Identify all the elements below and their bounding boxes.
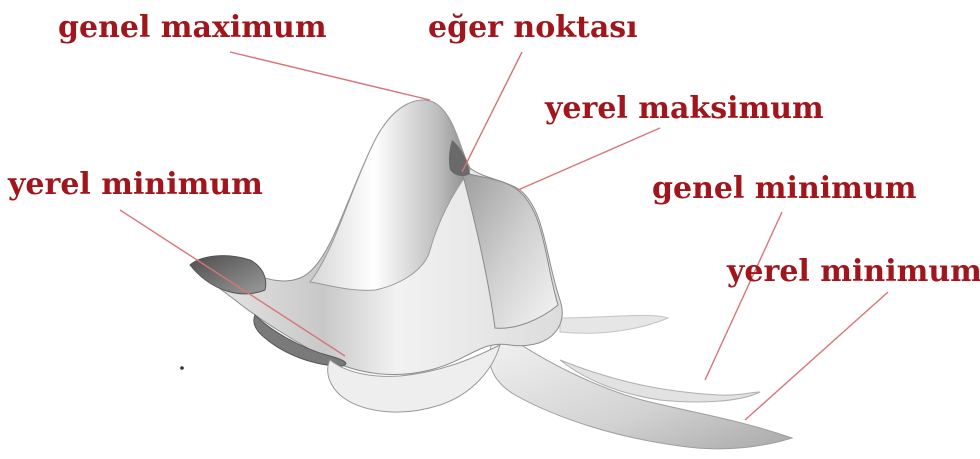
label-local-min-right: yerel minimum [726,254,980,289]
label-global-min: genel minimum [652,171,917,206]
label-saddle: eğer noktası [428,10,638,45]
leader-local-max [518,128,660,190]
surface-back-sheet [560,315,668,333]
surface [180,100,792,449]
leader-local-min-right [745,292,888,420]
leader-global-min [705,212,782,380]
label-local-max: yerel maksimum [544,91,824,126]
label-global-max: genel maximum [58,10,327,45]
leader-saddle [462,52,522,172]
speck-dot [180,366,184,370]
leader-global-max [230,52,430,100]
label-local-min-left: yerel minimum [7,167,263,202]
surface-left-pocket [190,256,266,294]
